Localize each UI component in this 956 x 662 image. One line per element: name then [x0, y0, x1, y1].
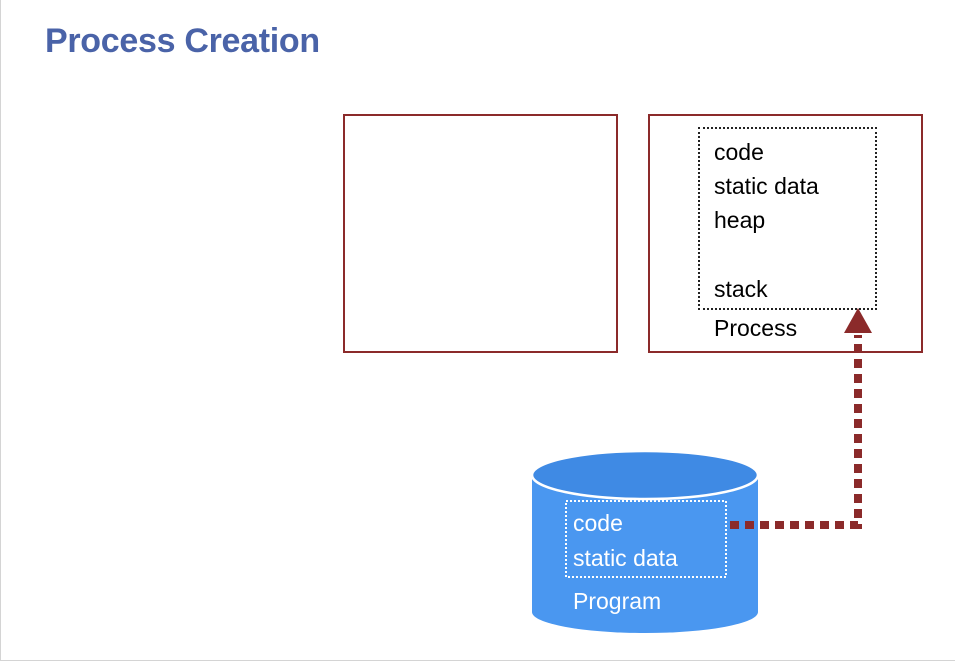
process-heap-label: heap	[714, 207, 766, 233]
load-arrow	[730, 308, 872, 529]
process-memory-box	[648, 114, 923, 353]
program-disk-icon	[530, 449, 760, 633]
program-segment-region	[565, 500, 727, 578]
process-address-space	[698, 127, 877, 310]
program-code-label: code	[573, 510, 623, 536]
slide-title: Process Creation	[45, 22, 320, 60]
process-label: Process	[714, 315, 798, 341]
process-stack-label: stack	[714, 276, 768, 302]
program-label: Program	[573, 588, 662, 614]
program-static-data-label: static data	[573, 545, 678, 571]
process-static-data-label: static data	[714, 173, 819, 199]
process-code-label: code	[714, 139, 764, 165]
empty-memory-box	[343, 114, 618, 353]
